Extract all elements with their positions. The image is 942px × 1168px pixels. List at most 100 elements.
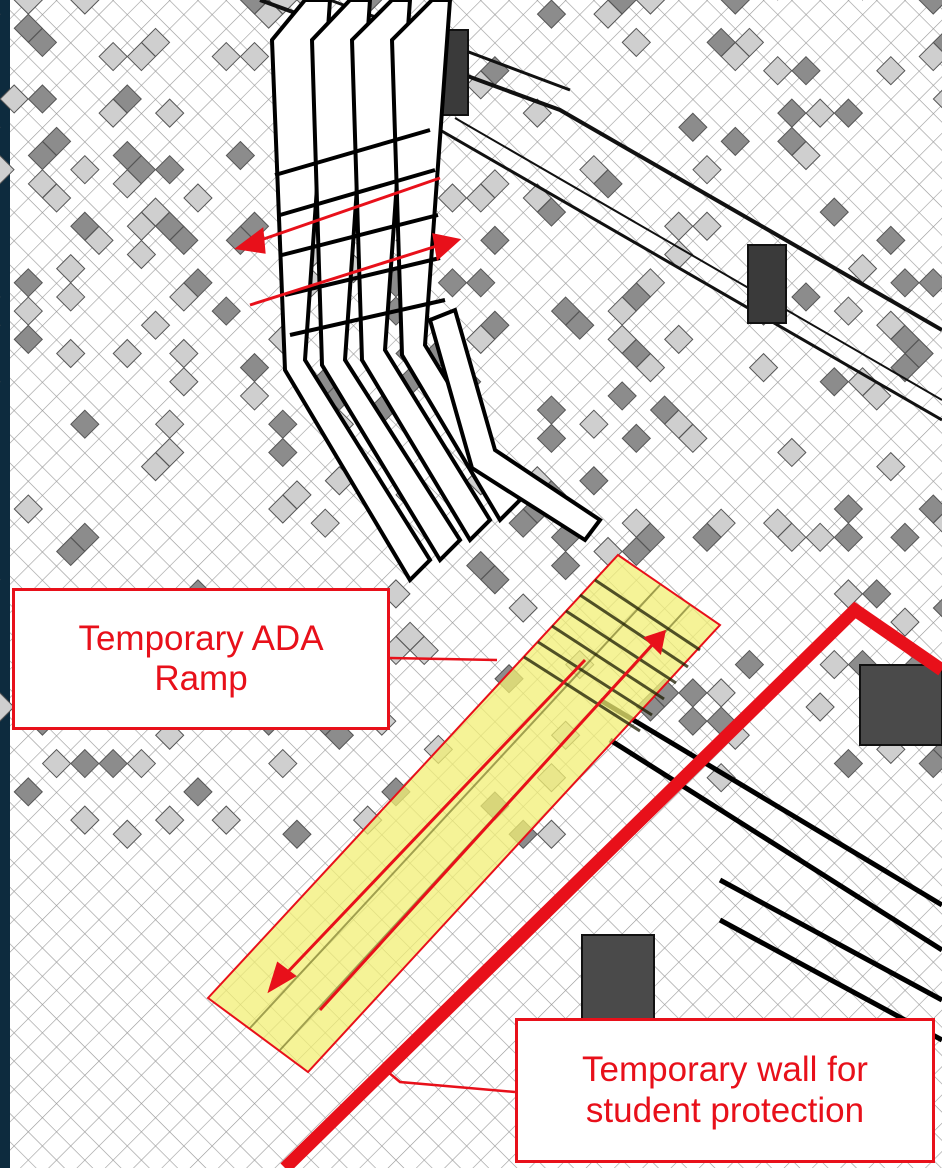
- floor-tile: [55, 536, 86, 567]
- floor-tile: [183, 183, 213, 213]
- floor-tile: [169, 367, 199, 397]
- floor-tile: [720, 41, 750, 72]
- floor-tile: [621, 27, 652, 58]
- floor-tile: [833, 522, 864, 553]
- floor-tile: [536, 197, 567, 227]
- floor-tile: [70, 154, 100, 185]
- floor-tile: [536, 819, 567, 849]
- floor-tile: [70, 409, 100, 439]
- floor-tile: [268, 748, 298, 779]
- floor-tile: [819, 367, 849, 397]
- floor-tile: [55, 282, 86, 312]
- floor-tile: [211, 296, 241, 326]
- floor-tile: [154, 98, 185, 128]
- floor-tile: [239, 381, 270, 411]
- floor-tile: [508, 593, 538, 623]
- floor-tile: [932, 89, 942, 109]
- ramp-callout-line2: Ramp: [154, 659, 248, 698]
- floor-tile: [154, 154, 185, 185]
- floor-tile: [918, 0, 942, 15]
- red-arrow-icon: [234, 176, 666, 1012]
- floor-tile: [692, 211, 722, 241]
- floor-tile: [98, 748, 128, 779]
- floor-tile: [932, 33, 942, 52]
- floor-tile: [480, 225, 510, 256]
- floor-tile: [508, 508, 538, 538]
- floor-tile: [437, 268, 468, 298]
- floor-tile: [607, 381, 637, 411]
- floor-tile: [536, 0, 567, 29]
- floor-tile: [720, 0, 750, 15]
- floor-tile: [692, 522, 722, 553]
- floor-tile: [466, 183, 496, 213]
- floor-tile: [268, 494, 298, 524]
- wall-callout: Temporary wall for student protection: [515, 1018, 935, 1163]
- floor-tile: [98, 41, 128, 72]
- floor-tile: [819, 649, 849, 680]
- floor-tile: [876, 451, 906, 482]
- floor-tile: [41, 748, 72, 779]
- ramp-callout: Temporary ADA Ramp: [12, 588, 390, 730]
- floor-tile: [621, 536, 652, 567]
- floor-tile: [762, 55, 793, 86]
- floor-tile: [211, 41, 241, 72]
- floor-tile: [183, 777, 213, 807]
- floor-tile: [268, 437, 298, 468]
- wall-callout-line1: Temporary wall for: [582, 1050, 868, 1090]
- floor-tile: [112, 819, 142, 849]
- floor-tile: [466, 324, 496, 355]
- floor-tile: [225, 140, 256, 171]
- floor-tile: [890, 607, 920, 637]
- floor-tile: [579, 466, 609, 496]
- floor-tile: [126, 748, 157, 779]
- floor-tile: [536, 423, 567, 454]
- floor-tile: [211, 805, 241, 835]
- ramp-callout-line1: Temporary ADA: [78, 618, 324, 658]
- floor-tile: [0, 692, 15, 722]
- floor-tile: [437, 183, 468, 213]
- column-box: [747, 244, 787, 324]
- floor-tile: [819, 197, 849, 227]
- floor-tile: [0, 84, 29, 114]
- floor-tile: [861, 579, 892, 609]
- floor-tile: [635, 352, 666, 383]
- floor-tile: [140, 310, 171, 340]
- temporary-wall-line: [280, 601, 942, 1168]
- floor-tile: [13, 324, 43, 355]
- floor-tile: [876, 225, 906, 256]
- callout-leaders: [387, 656, 516, 1094]
- floor-tile: [805, 692, 835, 722]
- floor-tile: [678, 423, 708, 454]
- floor-tile: [70, 748, 100, 779]
- floor-tile: [918, 41, 942, 72]
- floor-tile: [13, 494, 43, 524]
- floor-tile: [932, 513, 942, 533]
- floor-tile: [890, 522, 920, 553]
- floor-tile: [678, 112, 708, 142]
- floor-tile: [565, 310, 595, 340]
- floor-tile: [720, 126, 750, 157]
- floor-tile: [635, 0, 666, 15]
- floor-tile: [805, 522, 835, 553]
- floor-tile: [777, 437, 807, 468]
- floor-tile: [41, 183, 72, 213]
- floor-tile: [593, 169, 623, 199]
- floor-tile: [0, 154, 15, 185]
- floor-tile: [791, 140, 821, 171]
- floor-tile: [833, 748, 864, 779]
- floor-tile: [480, 565, 510, 595]
- floor-tile: [876, 55, 906, 86]
- stair-treads: [274, 128, 446, 337]
- floor-tile: [154, 805, 185, 835]
- floor-tile: [890, 268, 920, 298]
- floor-tile: [169, 282, 199, 312]
- floor-tile: [27, 27, 58, 58]
- floor-tile: [27, 84, 58, 114]
- floor-tile: [239, 41, 270, 72]
- floor-tile: [734, 649, 765, 680]
- floor-tile: [70, 805, 100, 835]
- floor-tile: [791, 55, 821, 86]
- floor-tile: [112, 169, 142, 199]
